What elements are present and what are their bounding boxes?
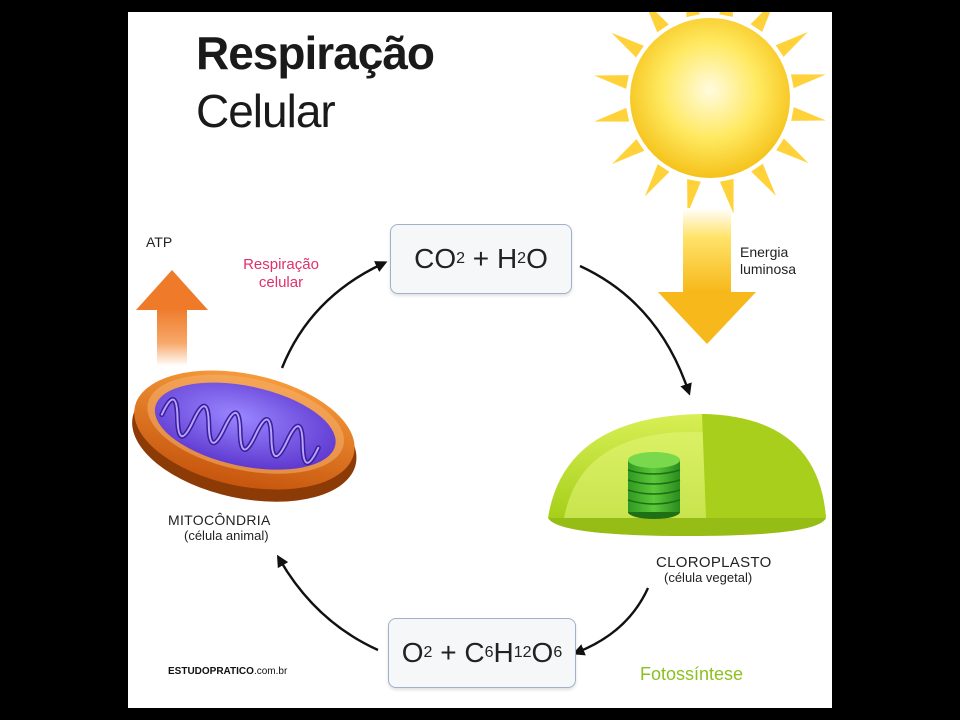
respiration-label-line2: celular xyxy=(258,274,304,291)
respiration-label-line1: Respiração xyxy=(243,256,319,273)
energy-label: Energia luminosa xyxy=(740,244,796,278)
sun-ray xyxy=(750,12,776,32)
sun-ray xyxy=(594,107,630,122)
mitochondria-label: MITOCÔNDRIA xyxy=(168,512,271,528)
formula-o: O xyxy=(526,243,548,274)
formula-h-sub: 2 xyxy=(517,250,527,267)
cycle-arrow-icon xyxy=(276,261,692,656)
sun-ray xyxy=(776,138,809,164)
energy-label-line2: luminosa xyxy=(740,261,797,277)
sun-ray xyxy=(790,74,826,89)
brand-logo: ESTUDOPRATICO.com.br xyxy=(168,666,287,677)
chloroplast-label: CLOROPLASTO xyxy=(656,554,772,571)
photosynthesis-label: Fotossíntese xyxy=(640,664,744,684)
formula-c-sub: 6 xyxy=(484,644,494,661)
formula-h-sub: 12 xyxy=(513,644,532,661)
formula-o: O xyxy=(401,637,424,668)
energy-label-line1: Energia xyxy=(740,244,789,260)
sun-ray xyxy=(751,163,776,196)
atp-label: ATP xyxy=(146,234,173,250)
mitochondria-icon xyxy=(132,370,357,502)
sun-ray xyxy=(719,178,734,214)
formula-h: + H xyxy=(465,243,518,274)
sun-ray xyxy=(644,12,669,33)
atp-arrow-icon xyxy=(136,270,208,366)
formula-h: H xyxy=(493,637,514,668)
energy-arrow-icon xyxy=(658,208,756,344)
formula-o6-sub: 6 xyxy=(553,644,563,661)
formula-o6: O xyxy=(531,637,554,668)
sun-ray xyxy=(644,164,670,197)
formula-co: CO xyxy=(414,243,457,274)
formula-co-sub: 2 xyxy=(456,250,466,267)
sun-ray xyxy=(611,32,644,58)
brand-bold: ESTUDOPRATICO xyxy=(168,666,254,677)
brand-domain: .com.br xyxy=(253,666,288,677)
chloroplast-icon xyxy=(548,414,826,536)
sun-ray xyxy=(775,32,808,57)
formula-c: + C xyxy=(432,637,485,668)
formula-o-sub: 2 xyxy=(423,644,433,661)
sun-ray xyxy=(791,107,826,121)
respiration-label: Respiração celular xyxy=(228,256,334,292)
chloroplast-sublabel: (célula vegetal) xyxy=(664,570,753,585)
sun-ray xyxy=(594,75,629,89)
title-line2: Celular xyxy=(196,85,336,137)
mitochondria-sublabel: (célula animal) xyxy=(184,528,269,543)
sun-ray xyxy=(719,12,733,17)
sun-ray xyxy=(687,179,701,214)
sun-icon xyxy=(594,12,826,214)
title-line1: Respiração xyxy=(196,27,435,79)
sun-ray xyxy=(612,139,645,164)
sun-ray xyxy=(686,12,701,18)
diagram-art xyxy=(132,12,826,656)
